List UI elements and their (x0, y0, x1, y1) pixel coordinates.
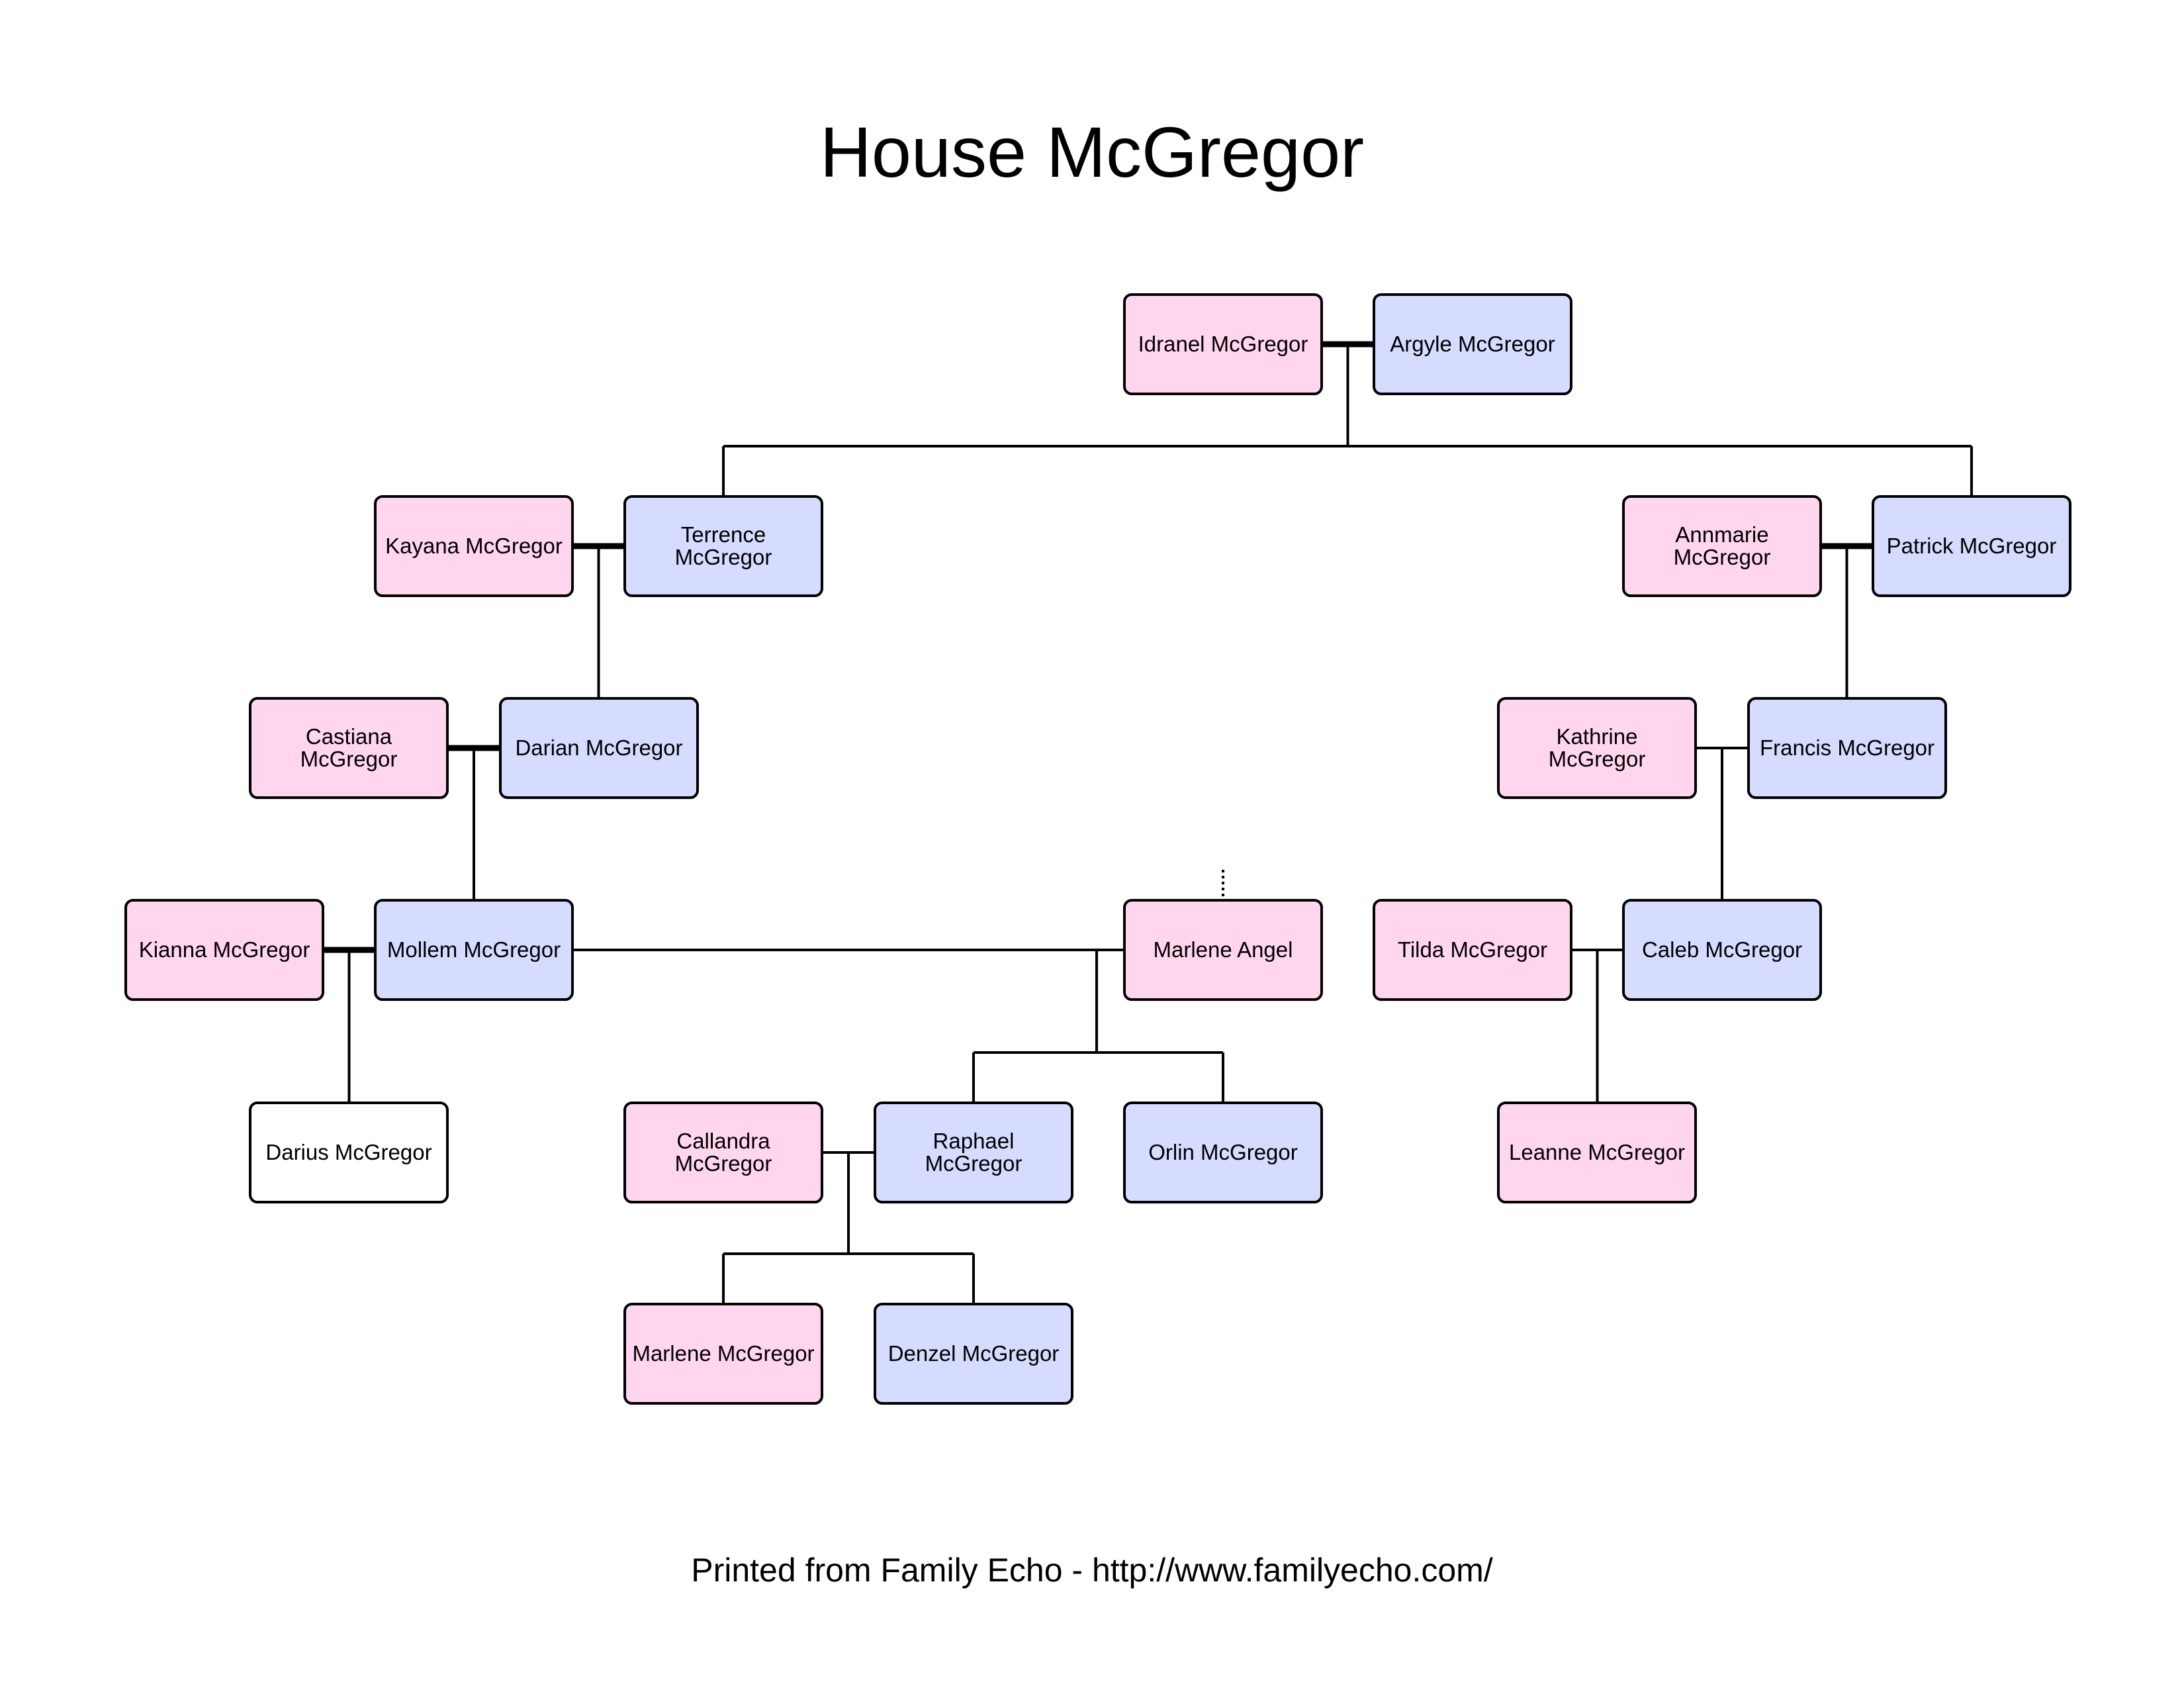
person-darian[interactable]: Darian McGregor (499, 697, 699, 799)
person-argyle[interactable]: Argyle McGregor (1373, 293, 1572, 395)
person-orlin[interactable]: Orlin McGregor (1123, 1102, 1323, 1203)
person-tilda[interactable]: Tilda McGregor (1373, 899, 1572, 1001)
person-marlene-mcgregor[interactable]: Marlene McGregor (623, 1303, 823, 1405)
person-annmarie[interactable]: Annmarie McGregor (1622, 495, 1822, 597)
person-patrick[interactable]: Patrick McGregor (1872, 495, 2071, 597)
person-terrence[interactable]: Terrence McGregor (623, 495, 823, 597)
person-marlene-angel[interactable]: Marlene Angel (1123, 899, 1323, 1001)
page-title: House McGregor (819, 112, 1365, 192)
person-caleb[interactable]: Caleb McGregor (1622, 899, 1822, 1001)
person-raphael[interactable]: Raphael McGregor (874, 1102, 1073, 1203)
person-idranel[interactable]: Idranel McGregor (1123, 293, 1323, 395)
person-leanne[interactable]: Leanne McGregor (1497, 1102, 1697, 1203)
person-castiana[interactable]: Castiana McGregor (249, 697, 449, 799)
person-kayana[interactable]: Kayana McGregor (374, 495, 574, 597)
footer-credit: Printed from Family Echo - http://www.fa… (691, 1552, 1493, 1589)
person-kianna[interactable]: Kianna McGregor (124, 899, 324, 1001)
person-francis[interactable]: Francis McGregor (1747, 697, 1947, 799)
person-callandra[interactable]: Callandra McGregor (623, 1102, 823, 1203)
person-darius[interactable]: Darius McGregor (249, 1102, 449, 1203)
person-denzel[interactable]: Denzel McGregor (874, 1303, 1073, 1405)
person-mollem[interactable]: Mollem McGregor (374, 899, 574, 1001)
person-kathrine[interactable]: Kathrine McGregor (1497, 697, 1697, 799)
